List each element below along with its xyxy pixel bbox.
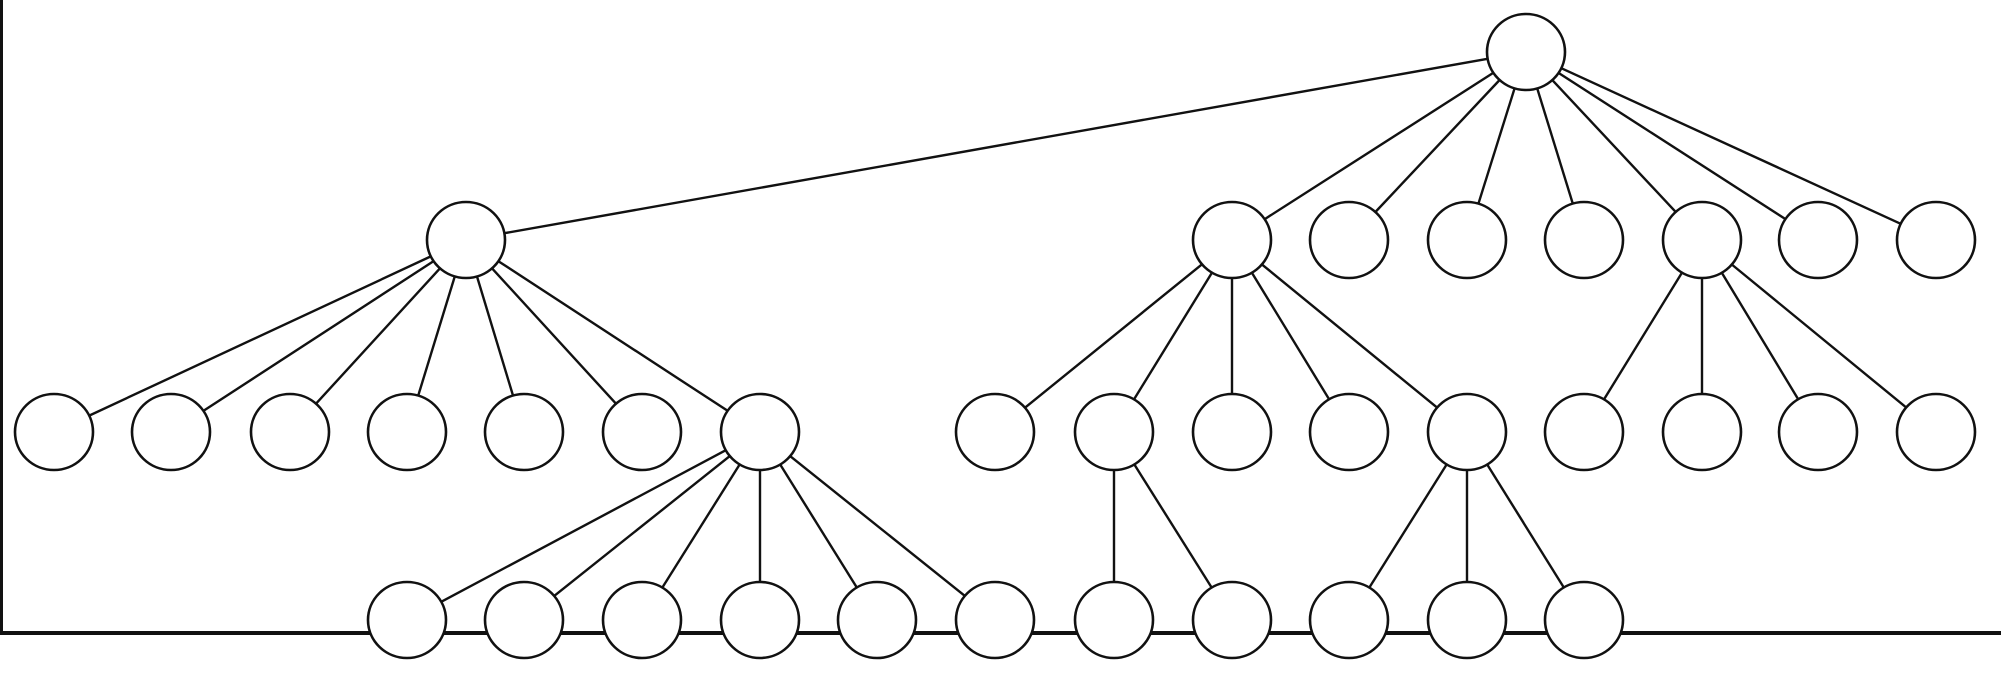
edge-a7-a7_2 [553,455,731,597]
edge-a7-a7_3 [661,463,741,589]
edge-a7-a7_6 [789,455,966,597]
tree-node-d [1661,200,1743,280]
edge-b5-b5_1 [1368,463,1448,589]
edge-a7-a7_5 [779,463,858,589]
tree-node-b3 [1191,392,1273,472]
edge-n0-c4 [1557,71,1787,221]
edge-d-d4 [1731,263,1907,409]
edge-a7-a7_1 [440,449,727,603]
edge-b5-b5_3 [1486,463,1565,589]
tree-node-a7_1 [366,580,448,660]
tree-node-d3 [1777,392,1859,472]
tree-node-b5_1 [1308,580,1390,660]
edge-n0-c3 [1536,88,1574,204]
tree-node-a7_6 [954,580,1036,660]
tree-node-b4 [1308,392,1390,472]
tree-node-b2 [1073,392,1155,472]
edge-a-a3 [315,267,441,405]
tree-node-c2 [1426,200,1508,280]
edge-a-a7 [497,260,729,412]
tree-node-a2 [130,392,212,472]
tree-node-a7_5 [836,580,918,660]
tree-node-a7_4 [719,580,801,660]
tree-node-a [425,200,507,280]
tree-node-a6 [601,392,683,472]
edge-d-d3 [1720,272,1800,400]
nodes-layer [13,12,1977,660]
edge-b-b2 [1132,271,1214,401]
edge-a-a1 [88,255,432,417]
edge-b-b5 [1261,263,1438,409]
edge-n0-a [504,57,1488,235]
edge-d-d1 [1602,271,1684,401]
tree-node-b2_2 [1191,580,1273,660]
tree-node-d1 [1543,392,1625,472]
edge-b2-b2_2 [1133,463,1213,589]
edge-b-b4 [1250,272,1331,400]
tree-node-b [1191,200,1273,280]
tree-node-b1 [954,392,1036,472]
edge-n0-c1 [1374,79,1501,213]
tree-node-b5_3 [1543,580,1625,660]
tree-node-d4 [1895,392,1977,472]
tree-node-b5 [1426,392,1508,472]
edge-a-a2 [202,260,435,412]
edge-b-b1 [1024,263,1203,409]
tree-node-a7_2 [483,580,565,660]
edge-a-a6 [491,267,617,405]
tree-node-a1 [13,392,95,472]
edges-layer [88,57,1907,603]
tree-node-a4 [366,392,448,472]
edge-n0-d [1551,79,1677,213]
tree-node-c5 [1895,200,1977,280]
tree-node-c3 [1543,200,1625,280]
edge-n0-c5 [1560,67,1902,225]
tree-node-d2 [1661,392,1743,472]
tree-node-a7 [719,392,801,472]
tree-node-a3 [249,392,331,472]
edge-n0-b [1263,71,1495,221]
tree-node-c4 [1777,200,1859,280]
edge-a-a5 [475,276,515,396]
edge-n0-c2 [1477,87,1516,205]
tree-node-b2_1 [1073,580,1155,660]
tree-node-a7_3 [601,580,683,660]
tree-node-n0 [1485,12,1567,92]
tree-node-c1 [1308,200,1390,280]
edge-a-a4 [417,276,456,396]
tree-node-b5_2 [1426,580,1508,660]
tree-node-a5 [483,392,565,472]
